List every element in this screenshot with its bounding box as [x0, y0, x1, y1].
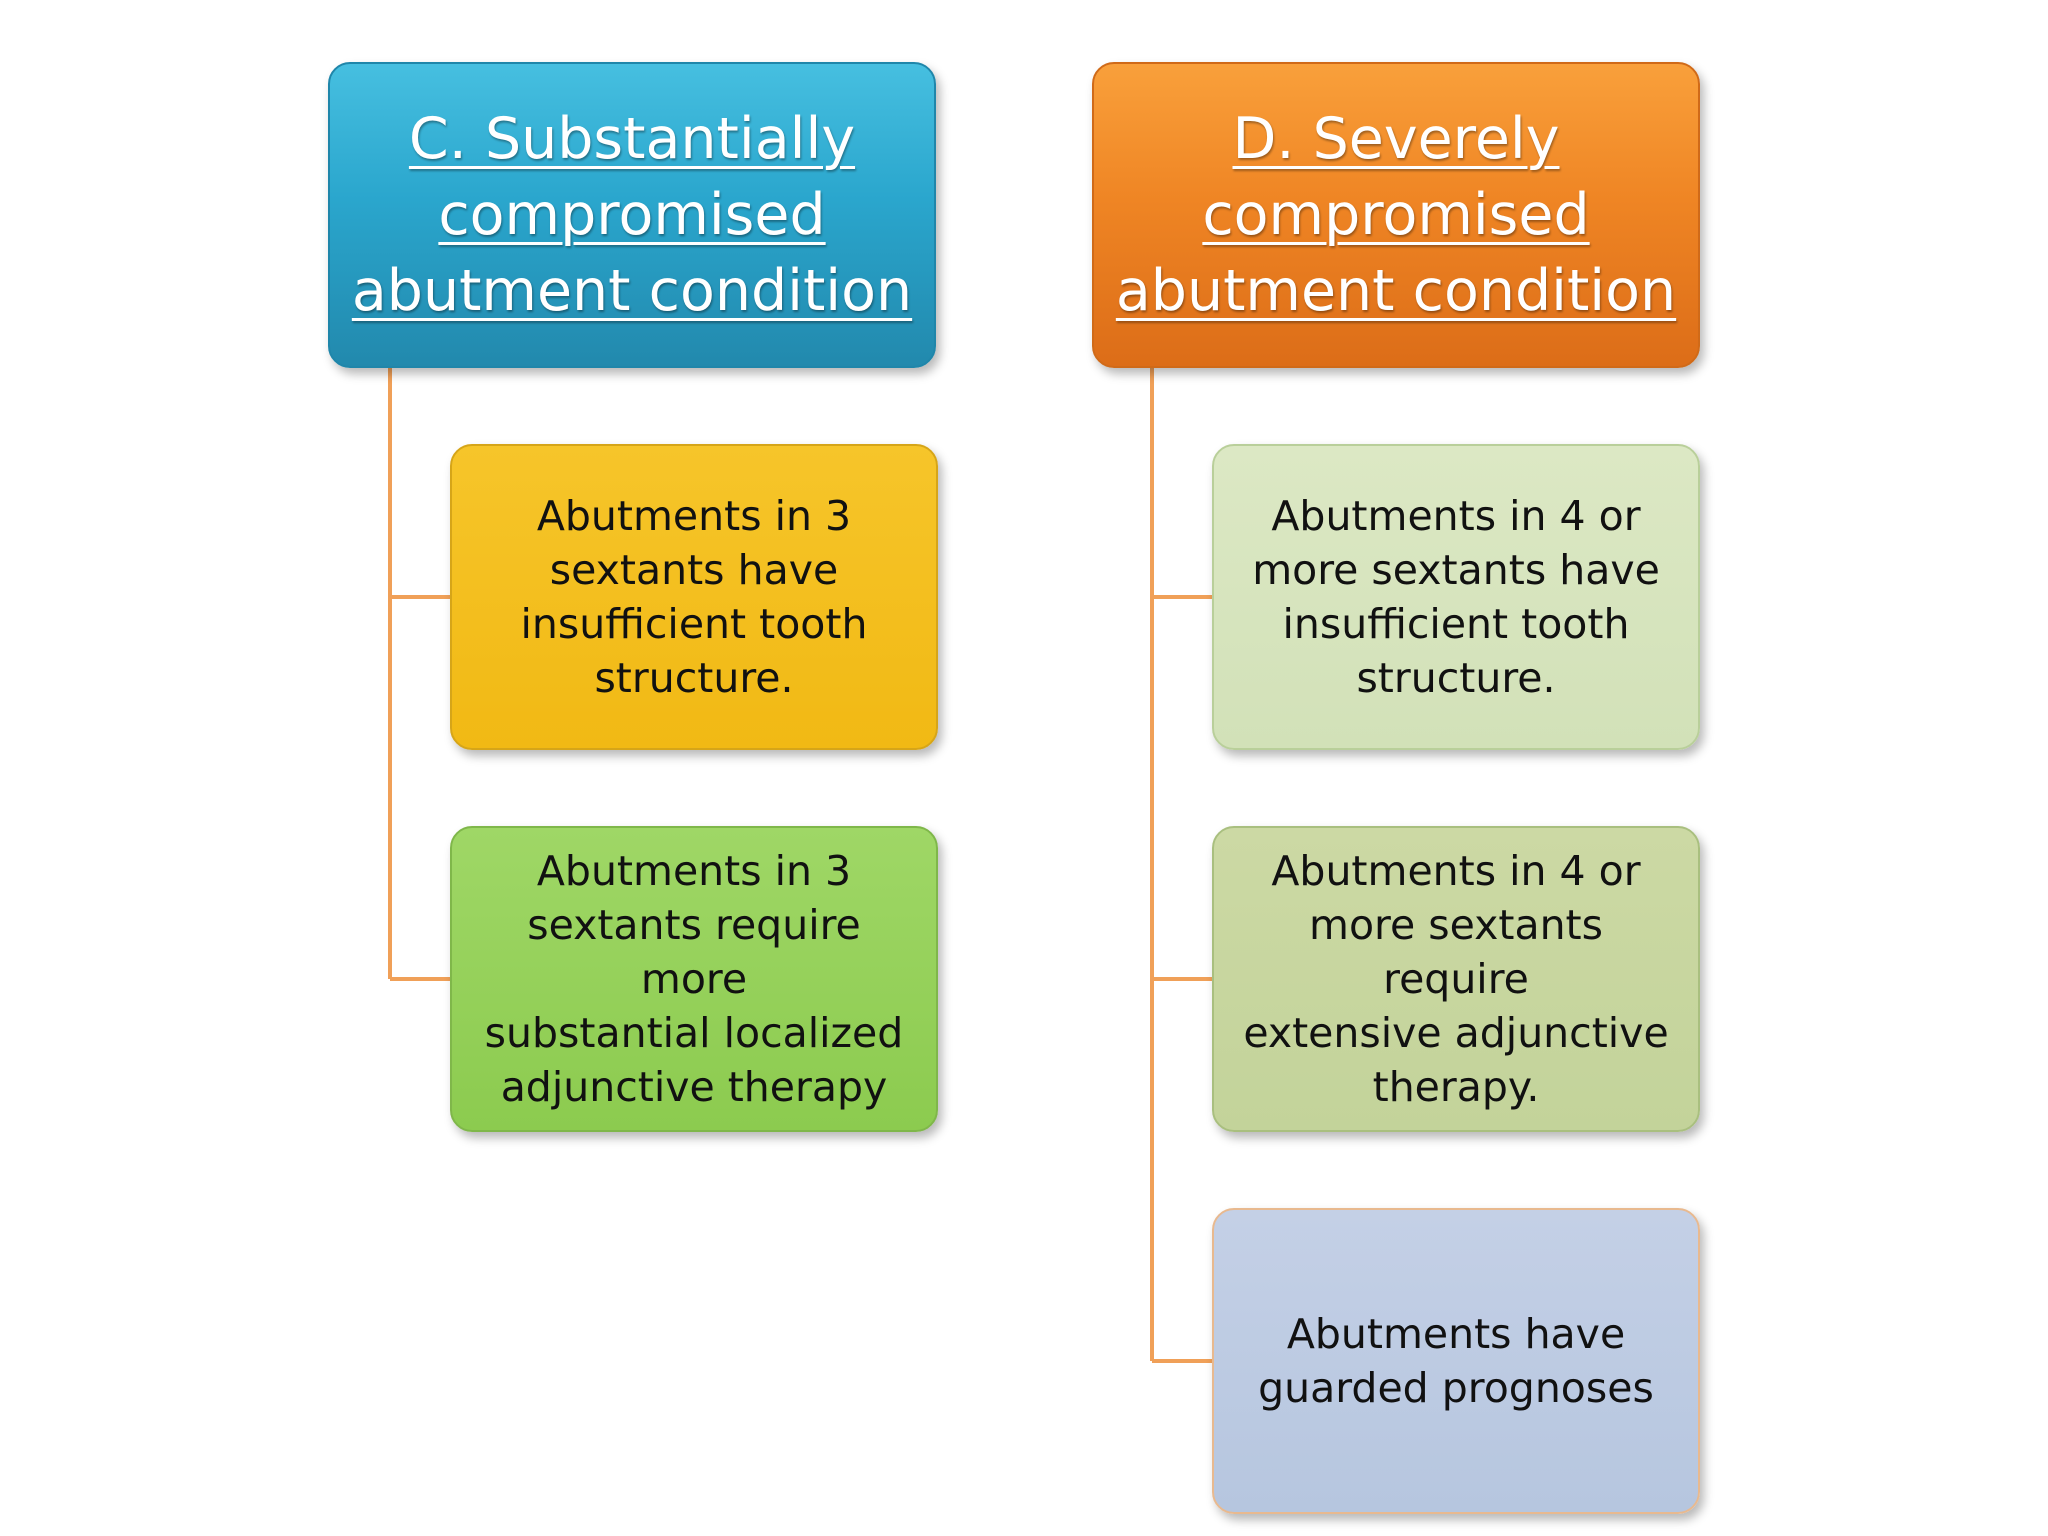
node-d-extensive-adjunctive-therapy: Abutments in 4 or more sextants require …: [1212, 826, 1700, 1132]
header-c-text: C. Substantially compromised abutment co…: [351, 106, 913, 324]
header-d-text: D. Severely compromised abutment conditi…: [1115, 106, 1677, 324]
node-d1-text: Abutments in 4 or more sextants have ins…: [1252, 492, 1660, 702]
node-c-insufficient-structure: Abutments in 3 sextants have insufficien…: [450, 444, 938, 750]
node-d2-text: Abutments in 4 or more sextants require …: [1243, 847, 1669, 1111]
node-c-localized-adjunctive-therapy: Abutments in 3 sextants require more sub…: [450, 826, 938, 1132]
node-d-insufficient-structure: Abutments in 4 or more sextants have ins…: [1212, 444, 1700, 750]
node-c2-text: Abutments in 3 sextants require more sub…: [484, 847, 904, 1111]
header-severely-compromised[interactable]: D. Severely compromised abutment conditi…: [1092, 62, 1700, 368]
node-d-guarded-prognoses: Abutments have guarded prognoses: [1212, 1208, 1700, 1514]
node-d3-text: Abutments have guarded prognoses: [1258, 1310, 1654, 1412]
node-c1-text: Abutments in 3 sextants have insufficien…: [520, 492, 868, 702]
header-substantially-compromised[interactable]: C. Substantially compromised abutment co…: [328, 62, 936, 368]
